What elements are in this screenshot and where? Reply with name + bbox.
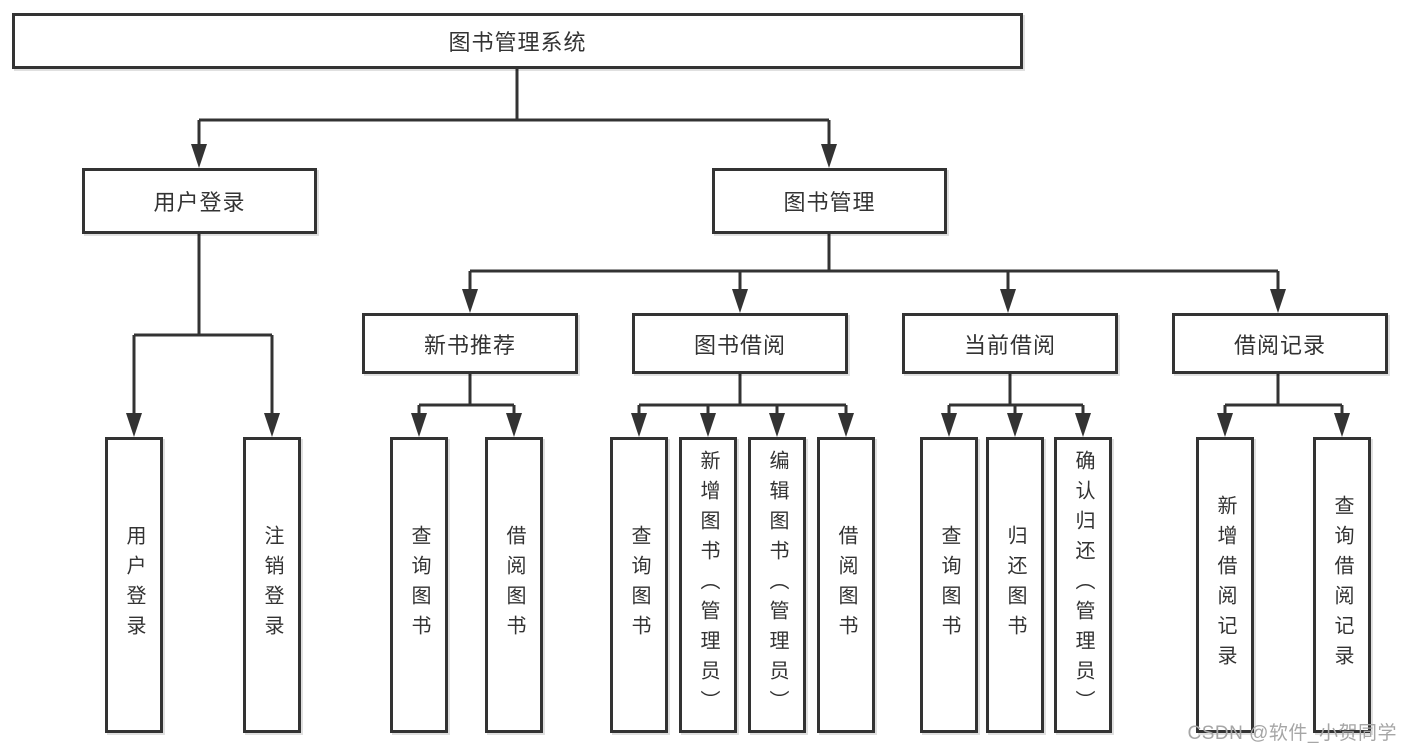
connector-mgmt-to-level3 [462, 234, 1286, 313]
leaf-query-books-recommend: 查询图书 [390, 437, 448, 733]
node-borrow-records: 借阅记录 [1172, 313, 1388, 374]
leaf-add-borrow-record: 新增借阅记录 [1196, 437, 1254, 733]
leaf-logout-login-label: 注销登录 [261, 525, 283, 645]
leaf-query-books-borrow-label: 查询图书 [628, 525, 650, 645]
leaf-edit-book-admin: 编辑图书（管理员） [748, 437, 806, 733]
leaf-borrow-books-recommend: 借阅图书 [485, 437, 543, 733]
node-new-book-recommend: 新书推荐 [362, 313, 578, 374]
leaf-borrow-books: 借阅图书 [817, 437, 875, 733]
node-user-login: 用户登录 [82, 168, 317, 234]
leaf-logout-login: 注销登录 [243, 437, 301, 733]
connector-records-to-leaves [1217, 374, 1350, 437]
leaf-query-books-recommend-label: 查询图书 [408, 525, 430, 645]
node-book-borrow: 图书借阅 [632, 313, 848, 374]
node-borrow-records-label: 借阅记录 [1233, 332, 1326, 358]
connector-current-to-leaves [941, 374, 1091, 437]
node-root-system: 图书管理系统 [12, 13, 1023, 69]
node-current-borrow-label: 当前借阅 [963, 332, 1056, 358]
leaf-add-book-admin: 新增图书（管理员） [679, 437, 737, 733]
leaf-user-login: 用户登录 [105, 437, 163, 733]
connector-root-to-level2 [191, 68, 837, 168]
leaf-confirm-return-admin-label: 确认归还（管理员） [1072, 450, 1094, 720]
leaf-query-books-borrow: 查询图书 [610, 437, 668, 733]
connector-login-to-leaves [126, 234, 280, 437]
node-book-management: 图书管理 [712, 168, 947, 234]
leaf-return-books-label: 归还图书 [1004, 525, 1026, 645]
connector-borrow-to-leaves [631, 374, 854, 437]
node-new-book-recommend-label: 新书推荐 [423, 332, 516, 358]
node-user-login-label: 用户登录 [153, 190, 246, 215]
node-book-management-label: 图书管理 [783, 190, 876, 215]
leaf-query-books-current-label: 查询图书 [938, 525, 960, 645]
csdn-watermark: CSDN @软件_小贺同学 [1187, 723, 1397, 744]
leaf-edit-book-admin-label: 编辑图书（管理员） [766, 450, 788, 720]
connector-newrec-to-leaves [411, 374, 522, 437]
leaf-return-books: 归还图书 [986, 437, 1044, 733]
node-current-borrow: 当前借阅 [902, 313, 1118, 374]
node-root-label: 图书管理系统 [448, 30, 587, 55]
leaf-query-books-current: 查询图书 [920, 437, 978, 733]
leaf-add-book-admin-label: 新增图书（管理员） [697, 450, 719, 720]
leaf-query-borrow-record-label: 查询借阅记录 [1331, 495, 1353, 675]
leaf-borrow-books-label: 借阅图书 [835, 525, 857, 645]
leaf-add-borrow-record-label: 新增借阅记录 [1214, 495, 1236, 675]
leaf-user-login-label: 用户登录 [123, 525, 145, 645]
leaf-borrow-books-recommend-label: 借阅图书 [503, 525, 525, 645]
leaf-query-borrow-record: 查询借阅记录 [1313, 437, 1371, 733]
leaf-confirm-return-admin: 确认归还（管理员） [1054, 437, 1112, 733]
node-book-borrow-label: 图书借阅 [693, 332, 786, 358]
